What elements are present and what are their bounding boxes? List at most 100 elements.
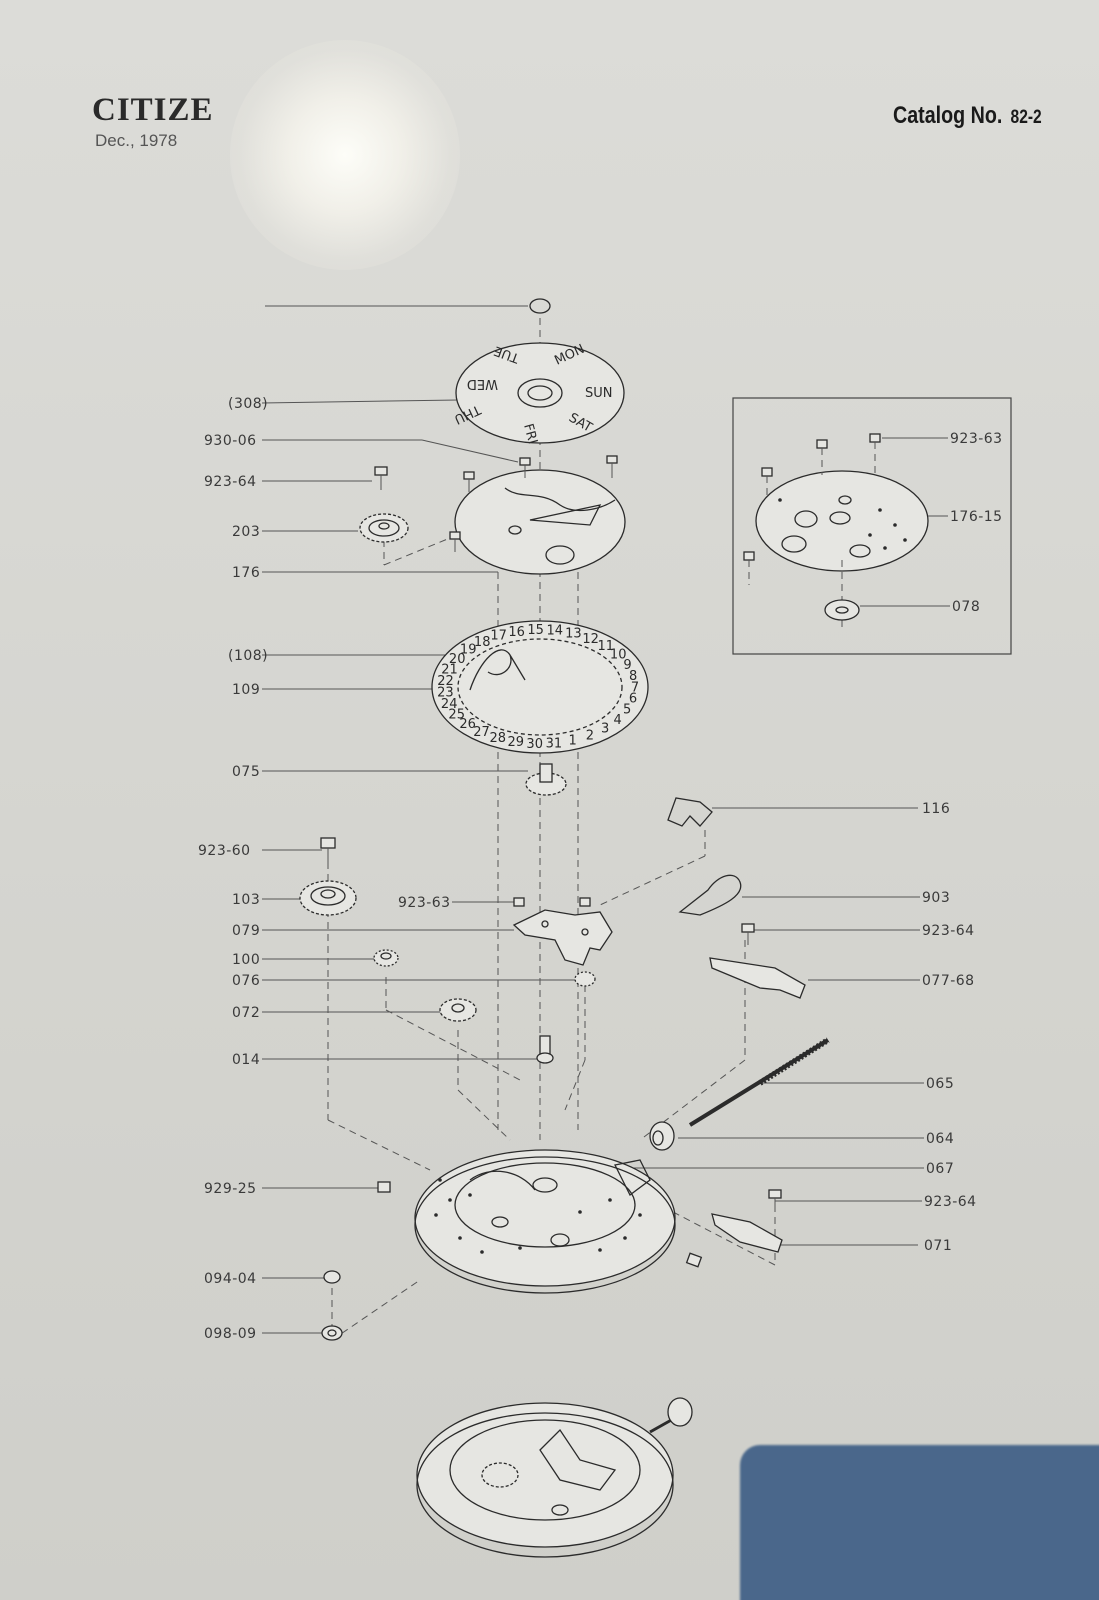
- axis-076-b: [564, 1059, 586, 1111]
- date-number: 30: [526, 737, 543, 752]
- jewel-098-09: [321, 1325, 343, 1341]
- date-number: 13: [565, 627, 582, 642]
- label-203: 203: [232, 524, 260, 540]
- date-number: 29: [508, 735, 525, 750]
- label-923-64b: 923-64: [922, 923, 975, 939]
- top-ring-part: [529, 298, 551, 314]
- label-930-06: 930-06: [204, 433, 257, 449]
- jewel-094-04: [323, 1270, 341, 1284]
- pinion-014: [536, 1035, 554, 1064]
- leader-308: [261, 399, 459, 404]
- light-glare: [230, 40, 460, 270]
- date-number: 19: [460, 643, 477, 658]
- day-sun: SUN: [585, 386, 613, 401]
- gear-103: [299, 880, 357, 916]
- assembled-movement: [416, 1397, 693, 1558]
- date-number: 1: [568, 734, 576, 749]
- label-067: 067: [926, 1161, 954, 1177]
- label-inset-176-15: 176-15: [950, 509, 1003, 525]
- axis-116-b: [599, 855, 706, 906]
- gear-072: [439, 998, 477, 1022]
- date-number: 25: [448, 707, 465, 722]
- brand-logo: CITIZE: [92, 92, 214, 128]
- label-103: 103: [232, 892, 260, 908]
- blue-shadow: [740, 1445, 1099, 1600]
- axis-072-b: [457, 1089, 511, 1141]
- stem-065: [688, 1037, 830, 1127]
- screw-692: [685, 1252, 703, 1268]
- leader-930-06-b: [421, 439, 519, 463]
- label-inset-078: 078: [952, 599, 980, 615]
- date-number: 4: [614, 713, 622, 728]
- screw-923-64b: [741, 923, 755, 945]
- screw-923-60: [320, 837, 336, 862]
- label-079: 079: [232, 923, 260, 939]
- date-number: 23: [437, 686, 454, 701]
- gear-203: [359, 513, 409, 543]
- date-number: 28: [490, 731, 507, 746]
- label-176: 176: [232, 565, 260, 581]
- date-number: 20: [449, 652, 466, 667]
- screw-923-64c: [768, 1189, 782, 1210]
- day-wed: WED: [467, 376, 498, 391]
- label-308: (308): [228, 396, 268, 412]
- label-075: 075: [232, 764, 260, 780]
- catalog-label: Catalog No.: [893, 102, 1003, 129]
- label-014: 014: [232, 1052, 260, 1068]
- date-number: 7: [631, 680, 639, 695]
- label-116: 116: [922, 801, 950, 817]
- date-number: 14: [547, 624, 564, 639]
- date-number: 22: [437, 674, 454, 689]
- date-number: 31: [546, 736, 563, 751]
- date-number: 24: [441, 697, 458, 712]
- lever-077-68: [709, 957, 806, 999]
- label-098-09: 098-09: [204, 1326, 257, 1342]
- axis-203-b: [383, 537, 451, 566]
- label-065: 065: [926, 1076, 954, 1092]
- catalog-number-heading: Catalog No. 82-2: [893, 102, 1042, 130]
- main-plate: [414, 1149, 676, 1294]
- date-number: 12: [582, 632, 599, 647]
- catalog-date: Dec., 1978: [95, 131, 178, 150]
- spring-903: [678, 874, 742, 916]
- inset-panel: [732, 397, 1012, 655]
- day-star-plate: [454, 469, 626, 575]
- date-number: 16: [508, 625, 525, 640]
- label-100: 100: [232, 952, 260, 968]
- date-number: 8: [629, 669, 637, 684]
- screw-929-25: [377, 1181, 391, 1193]
- date-number: 10: [610, 648, 627, 663]
- date-number: 17: [490, 629, 507, 644]
- label-903: 903: [922, 890, 950, 906]
- date-number: 6: [629, 692, 637, 707]
- date-number: 3: [601, 722, 609, 737]
- date-number: 15: [527, 623, 544, 638]
- catalog-number: 82-2: [1010, 107, 1042, 128]
- date-number: 9: [623, 658, 631, 673]
- day-disc: MON SUN SAT FRI THU WED TUE: [452, 342, 625, 446]
- axis-923-60-b: [327, 1119, 431, 1171]
- date-number: 21: [441, 663, 458, 678]
- part-075: [525, 763, 567, 796]
- label-109: 109: [232, 682, 260, 698]
- label-inset-923-63: 923-63: [950, 431, 1003, 447]
- axis-100-b: [385, 1009, 521, 1081]
- day-fri: FRI: [520, 422, 540, 446]
- date-number: 18: [474, 635, 491, 650]
- label-108: (108): [228, 648, 268, 664]
- part-116: [667, 797, 713, 827]
- label-923-60: 923-60: [198, 843, 251, 859]
- gear-100: [373, 949, 399, 967]
- label-071: 071: [924, 1238, 952, 1254]
- bridge-079: [512, 897, 613, 966]
- date-number: 26: [459, 717, 476, 732]
- date-number: 11: [598, 639, 615, 654]
- label-929-25: 929-25: [204, 1181, 257, 1197]
- label-072: 072: [232, 1005, 260, 1021]
- label-076: 076: [232, 973, 260, 989]
- label-064: 064: [926, 1131, 954, 1147]
